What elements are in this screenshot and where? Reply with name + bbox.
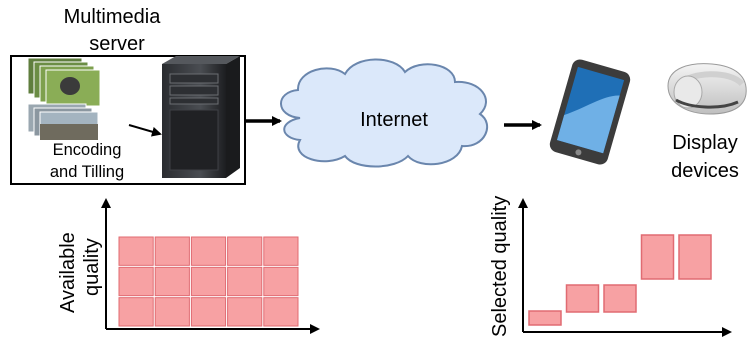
selected-quality-steps bbox=[528, 234, 712, 326]
available-quality-tile bbox=[190, 236, 227, 266]
devices-label-line2: devices bbox=[671, 160, 739, 182]
vr-headset-icon bbox=[667, 63, 747, 115]
selected-quality-step bbox=[678, 234, 712, 280]
left-chart-ylabel-line2: quality bbox=[81, 238, 103, 296]
available-quality-tiles bbox=[118, 236, 299, 327]
available-quality-tile bbox=[227, 297, 263, 327]
available-quality-tile bbox=[190, 297, 227, 327]
available-quality-tile bbox=[263, 297, 299, 327]
server-tower-icon bbox=[162, 56, 240, 178]
available-quality-tile bbox=[263, 266, 299, 297]
available-quality-tile bbox=[118, 297, 154, 327]
available-quality-tile bbox=[118, 236, 154, 266]
left-chart-ylabel-line1: Available bbox=[57, 232, 79, 313]
available-quality-tile bbox=[154, 297, 190, 327]
available-quality-tile bbox=[263, 236, 299, 266]
selected-quality-step bbox=[603, 284, 637, 313]
selected-quality-step bbox=[640, 234, 675, 280]
available-quality-tile bbox=[118, 266, 154, 297]
selected-quality-step bbox=[565, 284, 600, 313]
right-chart-ylabel: Selected quality bbox=[489, 195, 511, 337]
server-title-line2: server bbox=[89, 33, 145, 55]
available-quality-tile bbox=[154, 266, 190, 297]
server-title-line1: Multimedia bbox=[63, 6, 161, 28]
encoding-label-line2: and Tilling bbox=[49, 163, 125, 181]
internet-cloud bbox=[280, 58, 489, 168]
selected-quality-step bbox=[528, 310, 562, 326]
available-quality-tile bbox=[227, 266, 263, 297]
available-quality-tile bbox=[227, 236, 263, 266]
encoding-label-line1: Encoding bbox=[52, 141, 122, 159]
encode-arrow bbox=[128, 124, 162, 137]
video-frames-icon bbox=[27, 57, 101, 141]
internet-label: Internet bbox=[360, 109, 428, 131]
tablet-icon bbox=[549, 59, 631, 165]
available-quality-tile bbox=[190, 266, 227, 297]
devices-label-line1: Display bbox=[672, 132, 738, 154]
available-quality-tile bbox=[154, 236, 190, 266]
